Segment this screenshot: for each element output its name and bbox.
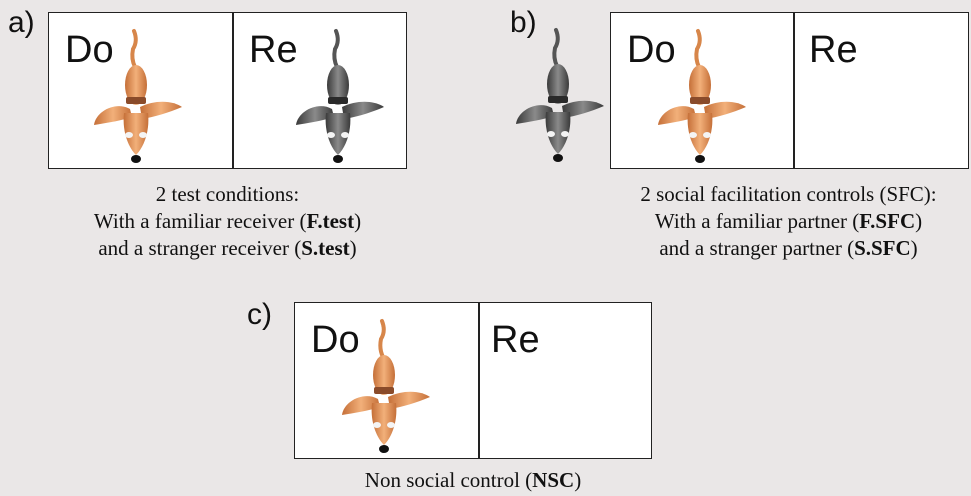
orange-rat-icon bbox=[94, 31, 182, 163]
panel-a-divider bbox=[232, 13, 234, 168]
panel-a-right-cell-label: Re bbox=[249, 29, 298, 71]
panel-b-right-cell-label: Re bbox=[809, 29, 858, 71]
panel-b-frame: Do Re bbox=[610, 12, 969, 169]
panel-b-divider bbox=[793, 13, 795, 168]
orange-rat-icon bbox=[342, 321, 430, 453]
panel-c-label: c) bbox=[247, 298, 272, 331]
panel-c-left-cell-label: Do bbox=[311, 319, 360, 361]
panel-b-label: b) bbox=[510, 6, 537, 39]
grey-rat-outside-icon bbox=[516, 30, 604, 162]
grey-rat-icon bbox=[296, 31, 384, 163]
panel-a-label: a) bbox=[8, 6, 35, 39]
panel-a-left-cell-label: Do bbox=[65, 29, 114, 71]
panel-a-frame: Do Re bbox=[48, 12, 407, 169]
panel-b-left-cell-label: Do bbox=[627, 29, 676, 71]
panel-a-caption: 2 test conditions: With a familiar recei… bbox=[93, 182, 362, 260]
panel-c-caption: Non social control (NSC) bbox=[364, 468, 582, 492]
orange-rat-icon bbox=[658, 31, 746, 163]
panel-c-right-cell-label: Re bbox=[491, 319, 540, 361]
panel-c-frame: Do Re bbox=[294, 302, 652, 459]
panel-c-divider bbox=[478, 303, 480, 458]
panel-b-caption: 2 social facilitation controls (SFC): Wi… bbox=[640, 182, 937, 260]
